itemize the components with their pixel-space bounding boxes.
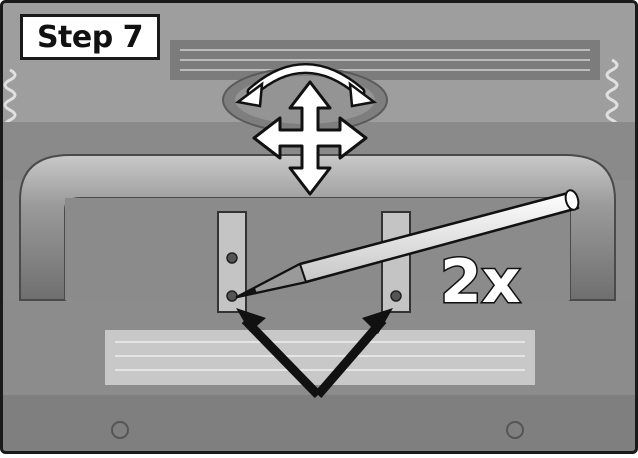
grille-bars (180, 49, 590, 71)
bumper-hole-right (506, 421, 524, 439)
pointer-arrow-icon (236, 308, 393, 399)
curved-double-arrow-icon (234, 63, 378, 108)
right-spring (605, 58, 619, 132)
left-spring (3, 68, 17, 132)
bolt-left-upper (226, 252, 238, 264)
four-way-move-icon (252, 80, 368, 196)
pencil-marker-icon (235, 189, 580, 299)
bottom-lip (2, 395, 636, 452)
bolt-right-lower (390, 290, 402, 302)
lower-grille-lines (115, 341, 525, 371)
bolt-left-lower (226, 290, 238, 302)
lower-grille (105, 330, 535, 385)
quantity-label: 2x (440, 247, 520, 317)
step-label: Step 7 (20, 14, 160, 60)
bumper-hole-left (111, 421, 129, 439)
